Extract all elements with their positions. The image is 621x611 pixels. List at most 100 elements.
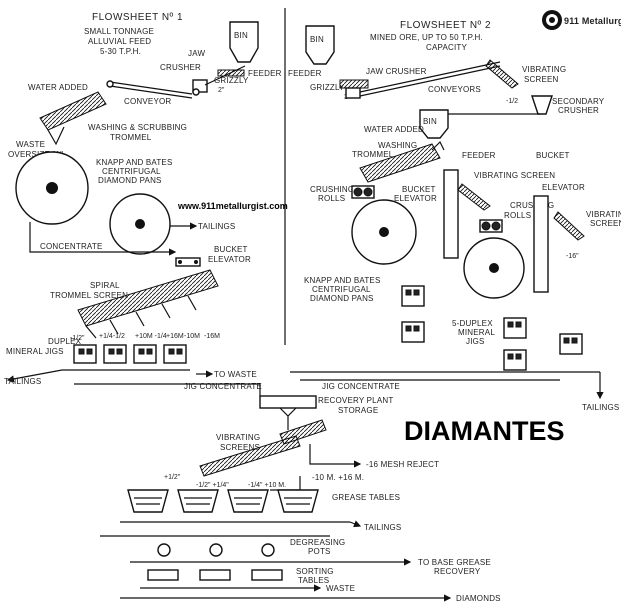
recovery-plant-label: RECOVERY PLANT [318, 396, 393, 405]
fs2-secondary-crusher [440, 95, 553, 115]
grease-table-3 [227, 489, 269, 513]
fs2-rolls-label: ROLLS [318, 194, 345, 203]
fs2-jig-1 [401, 285, 425, 307]
fs2-size-16: -16" [566, 253, 579, 260]
fs1-jig-4 [163, 344, 187, 364]
fs1-bin: BIN [229, 21, 259, 63]
recovery-to-base-2: RECOVERY [434, 567, 481, 576]
fs1-trommel-screen-label: TROMMEL SCREEN [50, 291, 128, 300]
fs2-crushing-rolls-2 [479, 219, 503, 233]
logo: 911 Metallurgist [542, 10, 621, 30]
grease-table-2 [177, 489, 219, 513]
fs1-waste-label: WASTE [16, 140, 45, 149]
grease-table-1 [127, 489, 169, 513]
fs2-crushing2-label: CRUSHING [510, 201, 554, 210]
headline-text: DIAMANTES [404, 416, 565, 446]
fs1-size-3: +16M [166, 333, 184, 340]
fs1-size-0: -1/2" [70, 335, 85, 342]
fs2-duplex-1: 5-DUPLEX [452, 319, 493, 328]
fs2-duplex-3: JIGS [466, 337, 485, 346]
fs1-spiral-label: SPIRAL [90, 281, 120, 290]
grease-table-4 [277, 489, 319, 513]
fs1-knapp-3: DIAMOND PANS [98, 176, 162, 185]
fs2-crushing-label: CRUSHING [310, 185, 354, 194]
fs1-washing-trommel [39, 91, 107, 146]
fs2-bin: BIN [305, 25, 335, 65]
fs1-feeder-label: FEEDER [248, 69, 282, 78]
fs2-tailings-label: TAILINGS [582, 403, 619, 412]
fs1-crusher-label: CRUSHER [160, 63, 201, 72]
fs2-elevator-label: ELEVATOR [394, 194, 437, 203]
fs2-knapp-3: DIAMOND PANS [310, 294, 374, 303]
fs2-crushing-rolls [351, 185, 375, 199]
fs1-grizzly-label: GRIZZLY [214, 76, 249, 85]
fs2-bucket-elevator-2 [533, 195, 549, 293]
fs1-size-1: +1/4-1/2 [99, 333, 125, 340]
fs2-vibrating-screen-3 [553, 211, 585, 241]
fs1-knapp-1: KNAPP AND BATES [96, 158, 173, 167]
fs2-duplex-2: MINERAL [458, 328, 495, 337]
recovery-vib-2: SCREENS [220, 443, 260, 452]
degreasing-pot-1 [157, 543, 171, 557]
fs2-grizzly-label: GRIZZLY [310, 83, 345, 92]
recovery-sorting-2: TABLES [298, 576, 329, 585]
fs1-water-added: WATER ADDED [28, 83, 88, 92]
degreasing-pot-2 [209, 543, 223, 557]
sorting-table-1 [147, 569, 179, 581]
fs2-bin-2: BIN [419, 109, 449, 139]
fs2-jaw-crusher [339, 61, 501, 99]
recovery-size-1: -1/2" +1/4" [196, 482, 229, 489]
fs1-spiral-trommel [77, 269, 219, 339]
recovery-sorting-1: SORTING [296, 567, 334, 576]
fs1-subtitle-3: 5-30 T.P.H. [100, 47, 141, 56]
fs1-jig-1 [73, 344, 97, 364]
fs1-jig-2 [103, 344, 127, 364]
fs2-vibrating-screen-2 [457, 183, 491, 211]
fs2-vib2-label: VIBRATING [586, 210, 621, 219]
sorting-table-2 [199, 569, 231, 581]
fs1-conveyor [106, 80, 193, 99]
fs2-jig-3 [503, 317, 527, 339]
fs2-title: FLOWSHEET Nº 2 [400, 20, 491, 31]
fs1-jig-concentrate: JIG CONCENTRATE [184, 382, 262, 391]
fs2-diamond-pan-1 [351, 199, 417, 265]
recovery-to-base-1: TO BASE GREASE [418, 558, 491, 567]
fs1-jaw-label: JAW [188, 49, 205, 58]
recovery-vibrating-screen-2 [199, 435, 301, 477]
fs1-grizzly-size: 2" [218, 87, 225, 94]
fs2-screen-label: SCREEN [524, 75, 559, 84]
fs1-bin-label: BIN [234, 31, 248, 40]
fs1-size-5: -16M [204, 333, 220, 340]
fs1-size-4: -10M [184, 333, 200, 340]
fs2-diamond-pan-2 [463, 237, 525, 299]
fs1-diamond-pan-2 [109, 193, 171, 255]
recovery-waste-label: WASTE [326, 584, 355, 593]
fs1-duplex-1: DUPLEX [48, 337, 82, 346]
fs1-bucket-label: BUCKET [214, 245, 248, 254]
fs1-subtitle-1: SMALL TONNAGE [84, 27, 154, 36]
fs2-feeder2-label: FEEDER [462, 151, 496, 160]
recovery-degreasing-1: DEGREASING [290, 538, 345, 547]
fs2-size-half: -1/2 [506, 98, 518, 105]
recovery-size-2: -1/4" +10 M. [248, 482, 286, 489]
fs1-trommel-label: TROMMEL [110, 133, 152, 142]
fs1-concentrate-label: CONCENTRATE [40, 242, 103, 251]
fs2-elevator2-label: ELEVATOR [542, 183, 585, 192]
fs2-washing-label: WASHING [378, 141, 417, 150]
fs2-rolls2-label: ROLLS [504, 211, 531, 220]
fs2-knapp-2: CENTRIFUGAL [312, 285, 371, 294]
fs2-feeder-label: FEEDER [288, 69, 322, 78]
watermark-url: www.911metallurgist.com [177, 201, 288, 211]
fs1-title: FLOWSHEET Nº 1 [92, 12, 183, 23]
fs2-conveyors-label: CONVEYORS [428, 85, 481, 94]
fs2-knapp-1: KNAPP AND BATES [304, 276, 381, 285]
recovery-grease-label: GREASE TABLES [332, 493, 400, 502]
recovery-degreasing-2: POTS [308, 547, 331, 556]
fs1-jaw-crusher [192, 65, 246, 96]
fs2-washing-trommel [359, 140, 445, 183]
fs1-diamond-pan-1 [15, 151, 89, 225]
fs2-screen2-label: SCREEN [590, 219, 621, 228]
fs2-jig-4 [503, 349, 527, 371]
